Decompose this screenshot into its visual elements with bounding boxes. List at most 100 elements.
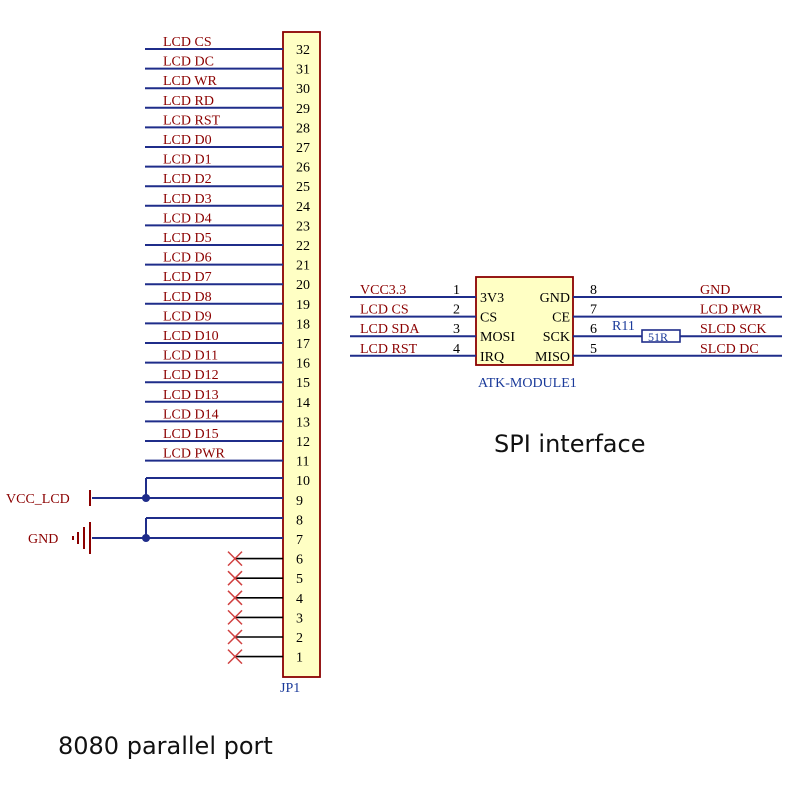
module-right-pin-number: 5 <box>590 342 597 357</box>
jp1-pin-number: 24 <box>296 200 310 215</box>
jp1-net-label: LCD D13 <box>163 388 219 403</box>
spi-caption: SPI interface <box>494 430 645 458</box>
jp1-pin-number: 23 <box>296 219 310 234</box>
jp1-net-label: LCD D15 <box>163 427 219 442</box>
jp1-pin-number: 12 <box>296 435 310 450</box>
jp1-net-label: LCD D9 <box>163 309 212 324</box>
module-left-net: VCC3.3 <box>360 283 406 298</box>
module-designator: ATK-MODULE1 <box>478 376 577 391</box>
module-right-net: SLCD DC <box>700 342 759 357</box>
resistor-r11: R11 51R <box>612 319 681 344</box>
jp1-pin-number: 20 <box>296 278 310 293</box>
module-left-pin-name: IRQ <box>480 350 504 365</box>
jp1-pin-number: 3 <box>296 611 303 626</box>
no-connect-mark <box>227 609 243 625</box>
jp1-pin-number: 1 <box>296 651 303 666</box>
module-left-pin-name: 3V3 <box>480 291 504 306</box>
jp1-net-label: LCD D0 <box>163 133 212 148</box>
jp1-pin-number: 11 <box>296 455 309 470</box>
jp1-net-label: LCD PWR <box>163 447 226 462</box>
jp1-pin-number: 6 <box>296 553 303 568</box>
module-right-pin-number: 7 <box>590 303 597 318</box>
jp1-net-label: LCD RST <box>163 113 221 128</box>
no-connect-mark <box>227 570 243 586</box>
ground-symbol <box>72 522 91 554</box>
module-right-pin-name: GND <box>540 291 570 306</box>
module-right-pin-name: SCK <box>543 330 570 345</box>
module-right-pin-number: 8 <box>590 283 597 298</box>
jp1-pin-number: 18 <box>296 317 310 332</box>
jp1-pin-number: 9 <box>296 494 303 509</box>
module-right-net: LCD PWR <box>700 303 763 318</box>
jp1-net-label: LCD D3 <box>163 192 212 207</box>
jp1-body <box>282 31 321 678</box>
vcc-label: VCC_LCD <box>6 492 70 507</box>
jp1-net-label: LCD CS <box>163 35 212 50</box>
module-left-net: LCD SDA <box>360 322 420 337</box>
module-left-pin-number: 3 <box>453 322 460 337</box>
jp1-pin-number: 19 <box>296 298 310 313</box>
junction-dot <box>142 494 150 502</box>
jp1-pin-number: 27 <box>296 141 310 156</box>
jp1-net-label: LCD D6 <box>163 251 212 266</box>
module-right-net: SLCD SCK <box>700 322 767 337</box>
jp1-pin-number: 10 <box>296 474 310 489</box>
module-left-pin-number: 2 <box>453 303 460 318</box>
resistor-value: 51R <box>648 330 668 344</box>
no-connect-mark <box>227 629 243 645</box>
jp1-net-label: LCD D4 <box>163 211 212 226</box>
jp1-pin-number: 8 <box>296 513 303 528</box>
module-right-net: GND <box>700 283 730 298</box>
jp1-pin-number: 15 <box>296 376 310 391</box>
jp1-net-label: LCD D11 <box>163 349 218 364</box>
jp1-net-label: LCD D2 <box>163 172 212 187</box>
jp1-pin-number: 30 <box>296 82 310 97</box>
module-left-net: LCD CS <box>360 303 409 318</box>
jp1-pin-number: 31 <box>296 63 310 78</box>
module-body <box>475 276 574 366</box>
jp1-net-label: LCD D8 <box>163 290 212 305</box>
jp1-pin-number: 13 <box>296 415 310 430</box>
resistor-designator: R11 <box>612 319 635 334</box>
jp1-pin-number: 29 <box>296 102 310 117</box>
jp1-pin-number: 2 <box>296 631 303 646</box>
resistor-body <box>641 329 681 343</box>
module-right-pin-name: CE <box>552 311 570 326</box>
jp1-pin-number: 22 <box>296 239 310 254</box>
jp1-pin-number: 7 <box>296 533 303 548</box>
jp1-net-label: LCD D14 <box>163 407 219 422</box>
jp1-pin-number: 16 <box>296 357 310 372</box>
jp1-net-label: LCD DC <box>163 55 214 70</box>
module-left-pin-name: MOSI <box>480 330 515 345</box>
jp1-net-label: LCD D7 <box>163 270 212 285</box>
jp1-pin-number: 28 <box>296 121 310 136</box>
jp1-pin-number: 26 <box>296 161 310 176</box>
jp1-net-label: LCD D12 <box>163 368 219 383</box>
module-left-pin-number: 4 <box>453 342 460 357</box>
jp1-pin-number: 32 <box>296 43 310 58</box>
gnd-label: GND <box>28 532 58 547</box>
jp1-designator: JP1 <box>280 681 300 696</box>
jp1-pin-number: 5 <box>296 572 303 587</box>
jp1-power-wiring: VCC_LCD GND <box>6 477 283 554</box>
junction-dot <box>142 534 150 542</box>
module-left-net: LCD RST <box>360 342 418 357</box>
module-right-pin-name: MISO <box>535 350 570 365</box>
module-left-pin-name: CS <box>480 311 497 326</box>
jp1-net-label: LCD D1 <box>163 153 212 168</box>
parallel-port-caption: 8080 parallel port <box>58 732 273 760</box>
no-connect-mark <box>227 590 243 606</box>
jp1-pin-number: 17 <box>296 337 310 352</box>
jp1-pin-number: 14 <box>296 396 310 411</box>
jp1-net-label: LCD WR <box>163 74 217 89</box>
no-connect-mark <box>227 551 243 567</box>
jp1-net-label: LCD RD <box>163 94 214 109</box>
jp1-pin-number: 21 <box>296 259 310 274</box>
module-right-pin-number: 6 <box>590 322 597 337</box>
jp1-pin-number: 4 <box>296 592 303 607</box>
